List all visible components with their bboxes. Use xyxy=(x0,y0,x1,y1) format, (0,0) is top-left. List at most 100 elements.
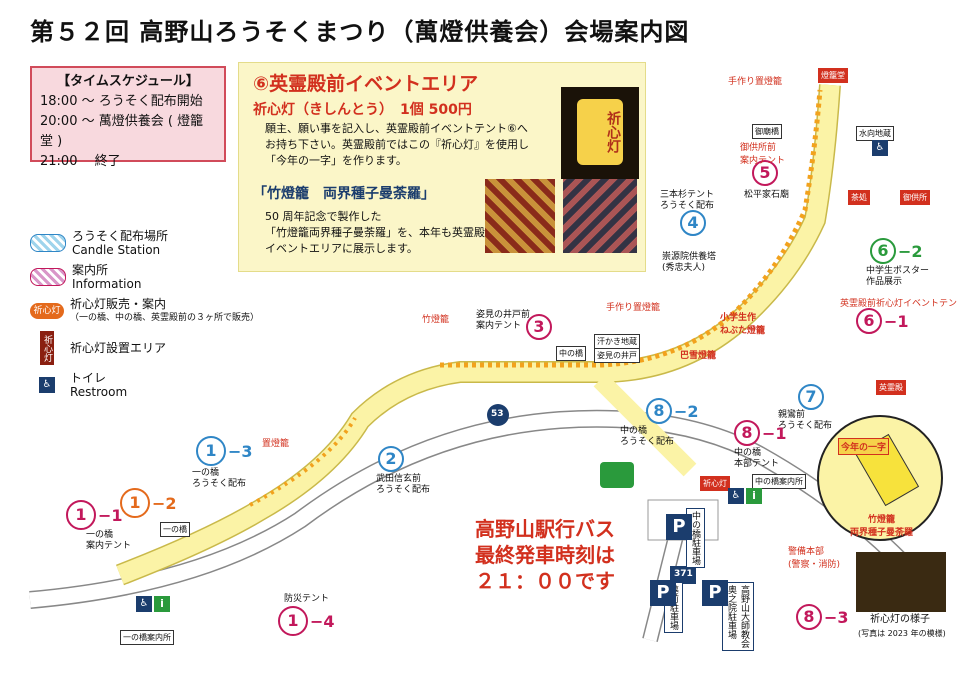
legend-kishinto-note: （一の橋、中の橋、英霊殿前の３ヶ所で販売） xyxy=(70,313,260,323)
marker-1-4-label: 防災テント xyxy=(284,594,330,604)
label-security-hq: 警備本部 (警察・消防) xyxy=(788,547,841,570)
marker-8-2-label: 中の橋 ろうそく配布 xyxy=(620,426,675,447)
marker-6-2-label: 中学生ポスター 作品展示 xyxy=(866,266,930,287)
marker-1-1: 1 xyxy=(66,500,96,530)
desc-line: 「今年の一字」を作ります。 xyxy=(265,154,407,167)
marker-1-2: 1 xyxy=(120,488,150,518)
kishinto-area-badge: 祈心灯 xyxy=(40,331,54,365)
label-naka-info: 中の橋案内所 xyxy=(752,474,806,489)
kishinto-desc: 願主、願い事を記入し、英霊殿前イベントテント⑥へ お持ち下さい。英霊殿前ではこの… xyxy=(265,121,529,169)
legend-toilet: トイレ xyxy=(70,371,107,385)
label-sugata: 姿見の井戸 xyxy=(594,348,640,363)
marker-1-4: 1 xyxy=(278,606,308,636)
marker-1-3-label: 一の橋 ろうそく配布 xyxy=(192,468,247,489)
restroom-icon: ♿ xyxy=(39,377,55,393)
marker-7: 7 xyxy=(798,384,824,410)
marker-8-3-suffix: −3 xyxy=(824,608,849,627)
schedule-heading: 【タイムスケジュール】 xyxy=(57,74,199,89)
marker-1-3: 1 xyxy=(196,436,226,466)
restroom-icon: ♿ xyxy=(872,140,888,156)
schedule-row: 18:00 〜 ろうそく配布開始 xyxy=(40,94,203,109)
legend-candle-en: Candle Station xyxy=(72,243,161,257)
kishinto-title: 祈心灯（きしんとう） 1個 500円 xyxy=(253,102,472,118)
legend-toilet-en: Restroom xyxy=(70,385,128,399)
label-gokusho: 御供所 xyxy=(900,190,930,205)
label-naka-bridge: 中の橋 xyxy=(556,346,586,361)
label-handmade-toro-1: 手作り置燈籠 xyxy=(728,77,783,87)
label-eireiden: 英霊殿 xyxy=(876,380,906,395)
label-chaba: 茶処 xyxy=(848,190,870,205)
label-shogakusei: 小学生作 ねぶた燈籠 xyxy=(720,313,766,336)
label-route-53: 53 xyxy=(491,409,504,419)
label-handmade-toro-2: 手作り置燈籠 xyxy=(606,303,661,313)
mandala-photo-1 xyxy=(485,179,555,253)
label-toro-do: 燈籠堂 xyxy=(818,68,848,83)
desc-line: お持ち下さい。英霊殿前ではこの『祈心灯』を使用し xyxy=(265,138,529,151)
bus-notice-line: 高野山駅行バス xyxy=(475,517,615,541)
marker-8-2-suffix: −2 xyxy=(674,402,699,421)
mandala-title: 「竹燈籠 両界種子曼荼羅」 xyxy=(253,186,435,202)
schedule-row: 21:00 終了 xyxy=(40,154,121,169)
marker-6-1-label: 英霊殿前祈心灯イベントテント xyxy=(840,299,960,309)
label-this-year-kanji: 今年の一字 xyxy=(838,438,890,455)
desc-line: 願主、願い事を記入し、英霊殿前イベントテント⑥へ xyxy=(265,122,528,135)
marker-8-1-label: 中の橋 本部テント xyxy=(734,448,780,469)
marker-3-label: 姿見の井戸前 案内テント xyxy=(476,310,531,331)
restroom-icon: ♿ xyxy=(728,488,744,504)
marker-2-label: 武田信玄前 ろうそく配布 xyxy=(376,474,431,495)
event-area-title: ⑥英霊殿前イベントエリア xyxy=(253,73,479,95)
photo-kishinto xyxy=(856,552,946,612)
mandala-desc: 50 周年記念で製作した 「竹燈籠両界種子曼荼羅」を、本年も英霊殿前 イベントエ… xyxy=(265,209,496,257)
marker-6-2: 6 xyxy=(870,238,896,264)
desc-line: 「竹燈籠両界種子曼荼羅」を、本年も英霊殿前 xyxy=(265,226,496,239)
legend-kishinto-sale: 祈心灯販売・案内 xyxy=(70,297,167,311)
label-hanagasa: 巴雪燈籠 xyxy=(680,351,717,361)
marker-8-1-suffix: −1 xyxy=(762,424,787,443)
label-route-371: 371 xyxy=(674,569,693,579)
legend-info: 案内所 xyxy=(72,263,109,277)
marker-8-1: 8 xyxy=(734,420,760,446)
label-matsudaira: 松平家石廟 xyxy=(744,190,790,200)
parking-icon: P xyxy=(650,580,676,606)
marker-5-label: 御供所前 案内テント xyxy=(740,143,786,166)
bus-icon xyxy=(600,462,634,488)
legend-info-en: Information xyxy=(72,277,142,291)
legend-kishinto-area: 祈心灯設置エリア xyxy=(70,341,167,355)
bus-notice-line: 最終発車時刻は xyxy=(475,543,615,567)
label-kishinto-sale: 祈心灯 xyxy=(700,476,730,491)
info-icon: i xyxy=(154,596,170,612)
bus-notice-line: ２１：００です xyxy=(475,569,615,593)
label-photo-note: (写真は 2023 年の模様) xyxy=(858,629,946,638)
mandala-photo-2 xyxy=(563,179,637,253)
label-ichi-bridge: 一の橋 xyxy=(160,522,190,537)
candle-swatch xyxy=(30,234,66,252)
marker-4-label: 三本杉テント ろうそく配布 xyxy=(660,190,715,211)
time-schedule: 【タイムスケジュール】 18:00 〜 ろうそく配布開始 20:00 〜 萬燈供… xyxy=(30,66,226,169)
label-bamboo-toro: 竹燈籠 xyxy=(422,315,450,325)
marker-6-1-suffix: −1 xyxy=(884,312,909,331)
page-title: 第５２回 高野山ろうそくまつり（萬燈供養会）会場案内図 xyxy=(30,18,690,46)
parking-icon: P xyxy=(666,514,692,540)
marker-1-2-suffix: −2 xyxy=(152,494,177,513)
marker-4: 4 xyxy=(680,210,706,236)
label-photo-caption: 祈心灯の様子 xyxy=(870,614,930,625)
lantern-text: 祈心灯 xyxy=(577,99,623,165)
desc-line: イベントエリアに展示します。 xyxy=(265,242,418,255)
marker-1-1-suffix: −1 xyxy=(98,506,123,525)
event-area-panel: ⑥英霊殿前イベントエリア 祈心灯（きしんとう） 1個 500円 願主、願い事を記… xyxy=(238,62,646,272)
marker-5: 5 xyxy=(752,160,778,186)
marker-8-3: 8 xyxy=(796,604,822,630)
desc-line: 50 周年記念で製作した xyxy=(265,210,382,223)
schedule-row: 20:00 〜 萬燈供養会 ( 燈籠堂 ) xyxy=(40,114,204,149)
marker-6-2-suffix: −2 xyxy=(898,242,923,261)
label-mizumuke: 水向地蔵 xyxy=(856,126,894,141)
label-sudeinkai: 崇源院供養塔 (秀忠夫人) xyxy=(662,252,717,273)
parking-icon: P xyxy=(702,580,728,606)
kishinto-sale-badge: 祈心灯 xyxy=(30,303,64,319)
marker-8-2: 8 xyxy=(646,398,672,424)
label-ichi-info: 一の橋案内所 xyxy=(120,630,174,645)
bus-notice: 高野山駅行バス 最終発車時刻は ２１：００です xyxy=(452,516,638,594)
info-icon: i xyxy=(746,488,762,504)
